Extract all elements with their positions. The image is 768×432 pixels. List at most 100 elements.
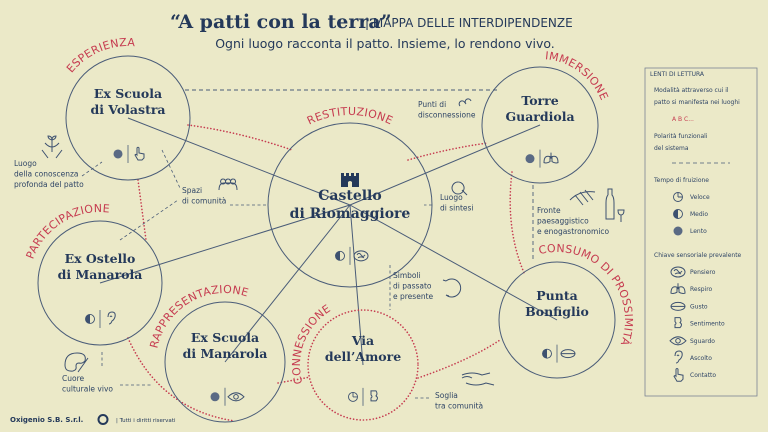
polarity-via-bonfiglio: [417, 339, 501, 379]
eye-icon: [669, 336, 687, 346]
polarity-volastra-ostello: [137, 179, 147, 241]
annotation-disconnessione: Punti di disconnessione: [418, 98, 476, 120]
cycle-icon: [442, 278, 462, 298]
legend-chiave-item: Gusto: [690, 303, 708, 310]
eye-icon-pupil: [233, 394, 239, 400]
brain-icon-folds: [673, 269, 683, 275]
legend-polarita-text: del sistema: [654, 145, 689, 152]
legend-chiave-item: Pensiero: [690, 269, 716, 276]
time-slow-icon: [673, 226, 683, 236]
time-medium-fill: [335, 251, 340, 261]
legend-modalita-text: patto si manifesta nei luoghi: [654, 99, 740, 106]
relation-label: RESTITUZIONE: [305, 105, 395, 128]
annotation-text: Fronte: [537, 206, 561, 215]
node-title-line: di Riomaggiore: [290, 206, 411, 222]
link-castello-torre: [349, 124, 541, 206]
company-name: Oxigenio S.B. S.r.l.: [10, 416, 83, 424]
annotation-text: Luogo: [440, 193, 463, 202]
legend-tempo-item: Lento: [690, 228, 707, 235]
annotation-text: di sintesi: [440, 204, 474, 213]
annotation-text: Spazi: [182, 186, 202, 195]
node-circle: [498, 261, 616, 379]
relation-label-text: CONNESSIONE: [290, 302, 333, 385]
polarity-ostello-scuola: [127, 337, 236, 422]
link-castello-scuola-manarola: [224, 204, 351, 363]
node-title-line: di Manarola: [183, 346, 268, 361]
castle-icon: [341, 173, 359, 187]
footer: Oxigenio S.B. S.r.l. | Tutti i diritti r…: [10, 414, 176, 425]
lungs-icon: [543, 152, 559, 164]
link-castello-via-amore: [349, 204, 364, 366]
header: “A patti con la terra” | MAPPA DELLE INT…: [170, 11, 573, 51]
time-slow-icon: [210, 392, 220, 402]
node-title-line: Ex Scuola: [191, 330, 259, 345]
copyright-text: | Tutti i diritti riservati: [116, 418, 176, 424]
legend-border: [644, 67, 758, 397]
heart-hand-icon: [370, 390, 378, 402]
eye-icon: [227, 392, 245, 402]
node-circle: [481, 66, 599, 184]
legend-chiave-item: Sentimento: [690, 321, 725, 328]
annotation-text: della conoscenza: [14, 170, 79, 179]
link-castello-volastra: [127, 117, 351, 206]
annotation-text: Punti di: [418, 100, 446, 109]
annotation-cuore: Cuore culturale vivo: [62, 352, 152, 394]
node-title-line: Torre: [521, 93, 558, 108]
castle-shape: [341, 173, 359, 187]
annotation-text: Luogo: [14, 159, 37, 168]
page-title-tag: | MAPPA DELLE INTERDIPENDENZE: [365, 16, 573, 30]
node-circle: [65, 55, 191, 181]
node-title-line: Guardiola: [505, 109, 574, 124]
annotation-leader: [81, 161, 103, 177]
brain-icon: [353, 250, 369, 262]
node-title-line: Ex Scuola: [94, 86, 162, 101]
annotation-text: di comunità: [182, 197, 226, 206]
links: [99, 89, 558, 422]
time-slow-icon: [113, 149, 123, 159]
time-fast-mark: [677, 192, 683, 198]
annotation-leader: [101, 352, 152, 386]
node-circle: [164, 301, 286, 423]
lungs-icon: [670, 283, 686, 295]
node-title-line: di Volastra: [90, 102, 165, 117]
node-title-line: Punta: [536, 288, 577, 303]
hands-icon: [461, 372, 495, 386]
heart-hand-icon: [674, 317, 682, 329]
page-subtitle: Ogni luogo racconta il patto. Insieme, l…: [215, 36, 555, 51]
annotation-text: Soglia: [435, 391, 458, 400]
page-title: “A patti con la terra”: [170, 11, 392, 33]
ear-icon: [107, 311, 116, 325]
time-medium-fill: [85, 314, 90, 324]
node-title-line: Ex Ostello: [65, 251, 136, 266]
legend-chiave-item: Sguardo: [690, 338, 715, 345]
node-circle: [307, 309, 419, 421]
node-title-line: Bonfiglio: [525, 304, 589, 319]
legend-polarita-text: Polarità funzionali: [654, 133, 708, 140]
pointing-hand-icon: [673, 367, 684, 382]
annotation-comunita: Spazi di comunità: [119, 149, 268, 241]
legend-chiave-item: Ascolto: [690, 355, 712, 362]
annotation-text: paesaggistico: [537, 217, 589, 226]
annotation-text: culturale vivo: [62, 385, 113, 394]
annotation-text: disconnessione: [418, 111, 476, 120]
people-icon: [218, 178, 238, 191]
annotation-text: Cuore: [62, 374, 84, 383]
annotation-text: Simboli: [393, 271, 421, 280]
brain-icon: [670, 266, 686, 278]
pointing-hand-icon: [134, 146, 145, 161]
legend-tempo-title: Tempo di fruizione: [653, 177, 709, 184]
relation-label-text: RESTITUZIONE: [305, 105, 395, 128]
hands-plant-icon: [41, 135, 63, 159]
